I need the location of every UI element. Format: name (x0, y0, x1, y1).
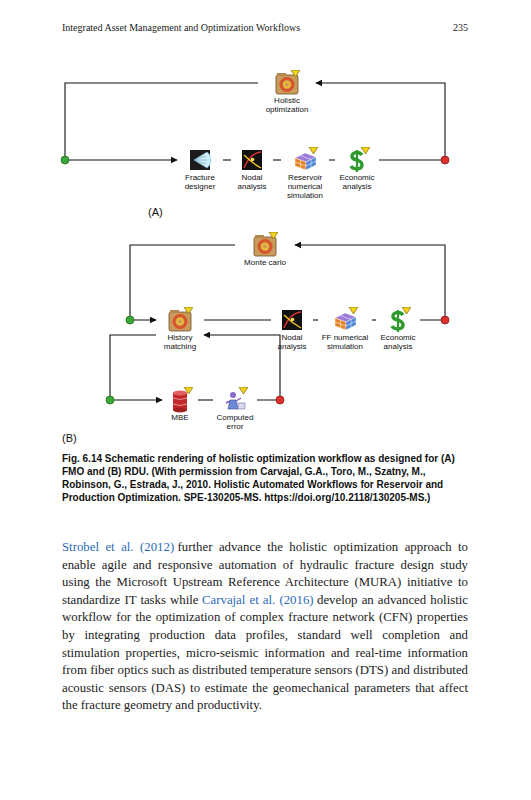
workflow-connector (198, 399, 213, 400)
workflow-connector (223, 159, 231, 160)
page-number: 235 (440, 22, 468, 33)
tool-icon (167, 307, 193, 333)
tool-icon (187, 147, 213, 173)
workflow-connector (313, 319, 318, 320)
panel-label: (B) (62, 432, 77, 444)
figure-caption: Fig. 6.14 Schematic rendering of holisti… (62, 452, 468, 504)
start-dot (61, 156, 69, 164)
tool-icon (252, 232, 278, 258)
tool-node: History matching (156, 307, 204, 351)
workflow-connector (316, 83, 445, 160)
tool-icon (332, 307, 358, 333)
node-label: Computed error (213, 413, 257, 431)
tool-node: Nodal analysis (271, 307, 313, 351)
tool-icon (292, 147, 318, 173)
node-label: Reservoir numerical simulation (281, 173, 329, 200)
workflow-connector (273, 159, 281, 160)
workflow-connector (110, 335, 162, 400)
tool-node: Monte carlo (235, 232, 295, 267)
start-dot (126, 316, 134, 324)
node-label: Economic analysis (335, 173, 379, 191)
end-dot (441, 156, 449, 164)
tool-node: Computed error (213, 387, 257, 431)
dot-layer (61, 156, 449, 404)
tool-icon (239, 147, 265, 173)
connector-layer (65, 83, 445, 400)
tool-icon (344, 147, 370, 173)
end-dot (276, 396, 284, 404)
tool-icon (167, 387, 193, 413)
workflow-connector (130, 245, 235, 320)
tool-node: FF numerical simulation (318, 307, 372, 351)
workflow-connector (65, 83, 258, 160)
body-paragraph: Strobel et al. (2012)further advance the… (62, 539, 468, 715)
tool-icon (279, 307, 305, 333)
running-header: Integrated Asset Management and Optimiza… (62, 22, 300, 33)
start-dot (106, 396, 114, 404)
citation-link: Carvajal et al. (2016) (202, 593, 314, 607)
node-label: Holistic optimization (258, 96, 316, 114)
tool-icon (385, 307, 411, 333)
panel-label: (A) (148, 206, 163, 218)
tool-icon (222, 387, 248, 413)
workflow-connector (329, 159, 335, 160)
node-label: History matching (156, 333, 204, 351)
citation-link: Strobel et al. (2012) (62, 540, 174, 554)
tool-node: Economic analysis (335, 147, 379, 191)
end-dot (441, 316, 449, 324)
tool-node: Fracture designer (177, 147, 223, 191)
node-label: FF numerical simulation (318, 333, 372, 351)
node-label: Nodal analysis (271, 333, 313, 351)
node-label: MBE (162, 413, 198, 422)
body-text: develop an advanced holistic workflow fo… (62, 593, 468, 713)
node-label: Economic analysis (376, 333, 420, 351)
tool-node: MBE (162, 387, 198, 422)
workflow-connector (204, 319, 271, 320)
workflow-connector (295, 245, 445, 320)
node-label: Fracture designer (177, 173, 223, 191)
tool-node: Reservoir numerical simulation (281, 147, 329, 200)
node-label: Nodal analysis (231, 173, 273, 191)
node-label: Monte carlo (235, 258, 295, 267)
workflow-connector (372, 319, 376, 320)
tool-node: Holistic optimization (258, 70, 316, 114)
tool-node: Nodal analysis (231, 147, 273, 191)
workflow-connector (204, 335, 280, 400)
tool-icon (274, 70, 300, 96)
tool-node: Economic analysis (376, 307, 420, 351)
